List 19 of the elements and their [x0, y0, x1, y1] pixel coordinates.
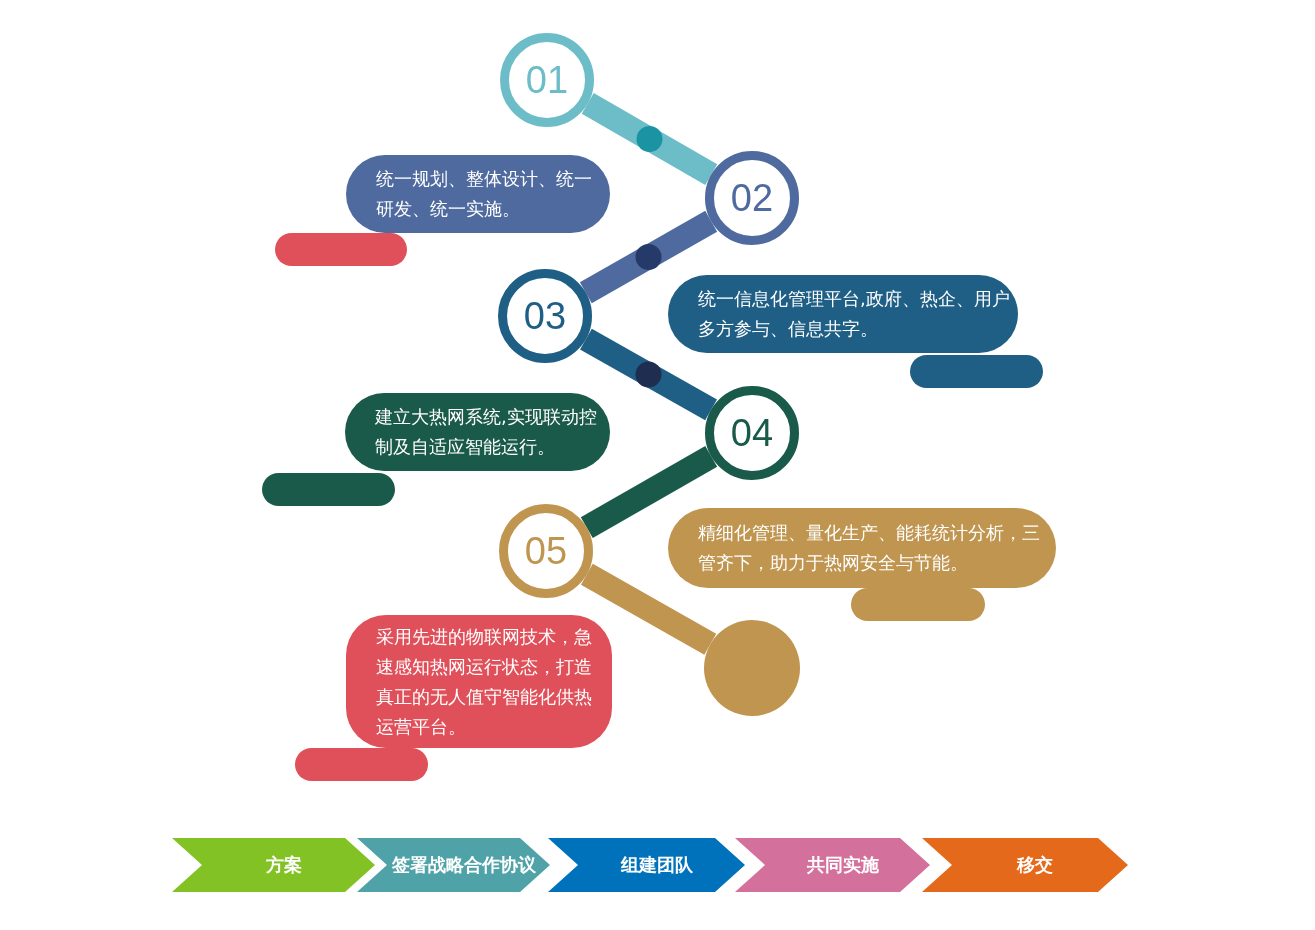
- step-circle: 05: [499, 504, 593, 598]
- chevron-step: 签署战略合作协议: [357, 838, 550, 892]
- text-bubble: 统一信息化管理平台,政府、热企、用户多方参与、信息共字。: [668, 275, 1018, 353]
- chevron-step: 共同实施: [735, 838, 930, 892]
- step-circle: 02: [705, 151, 799, 245]
- connector-band: [580, 328, 717, 421]
- step-circle: 03: [498, 269, 592, 363]
- text-bubble: 精细化管理、量化生产、能耗统计分析，三管齐下，助力于热网安全与节能。: [668, 508, 1056, 588]
- step-circle: 04: [705, 386, 799, 480]
- connector-band: [579, 210, 718, 304]
- text-bubble: 采用先进的物联网技术，急速感知热网运行状态，打造真正的无人值守智能化供热运营平台。: [346, 615, 612, 748]
- connector-band: [580, 445, 718, 539]
- text-bubble: 建立大热网系统,实现联动控制及自适应智能运行。: [345, 393, 610, 471]
- connector-band: [581, 93, 718, 185]
- chevron-step: 组建团队: [548, 838, 745, 892]
- chevron-step: 移交: [922, 838, 1128, 892]
- chevron-step: 方案: [172, 838, 375, 892]
- step-circle: 01: [500, 33, 594, 127]
- text-bubble: 统一规划、整体设计、统一研发、统一实施。: [346, 155, 610, 233]
